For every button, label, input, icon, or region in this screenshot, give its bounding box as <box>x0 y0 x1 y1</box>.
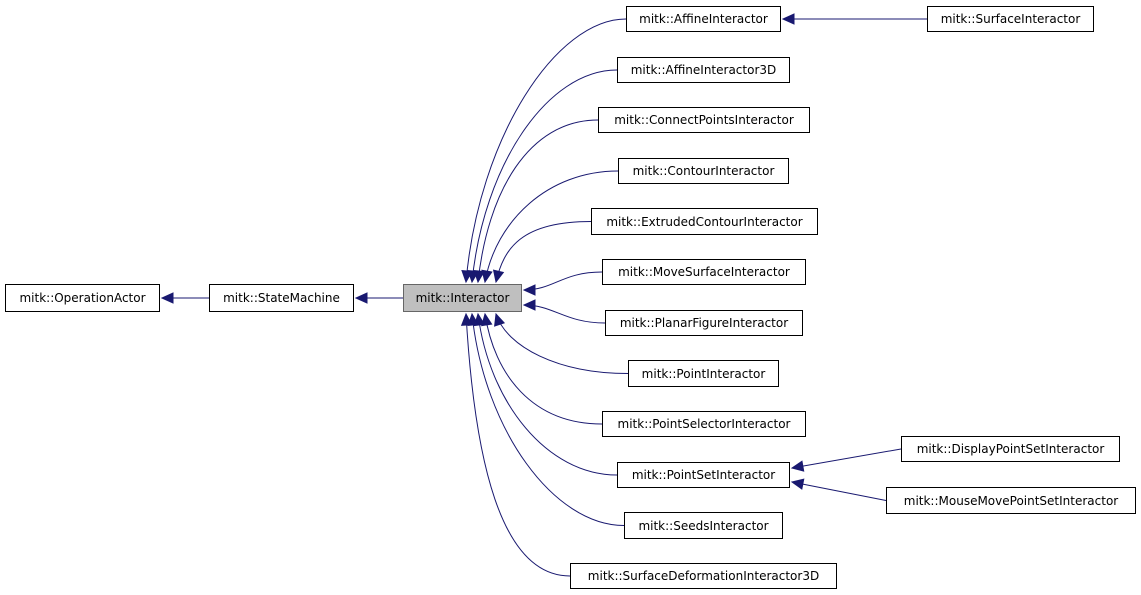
edge-interactor-to-state-machine-arrowhead <box>354 292 368 304</box>
edge-point-set-interactor-to-interactor <box>477 313 618 476</box>
edge-planar-figure-interactor-to-interactor-arrowhead <box>522 299 536 311</box>
class-node-point-selector-interactor[interactable]: mitk::PointSelectorInteractor <box>602 411 806 437</box>
edge-mouse-move-point-set-interactor-to-point-set-interactor-arrowhead <box>790 478 805 490</box>
class-node-planar-figure-interactor[interactable]: mitk::PlanarFigureInteractor <box>605 310 803 336</box>
edge-point-interactor-to-interactor <box>495 313 629 374</box>
class-node-point-set-interactor[interactable]: mitk::PointSetInteractor <box>617 462 790 488</box>
edge-contour-interactor-to-interactor-arrowhead <box>481 269 493 284</box>
class-node-contour-interactor[interactable]: mitk::ContourInteractor <box>618 158 789 184</box>
edge-affine-interactor3-d-to-interactor <box>471 69 618 283</box>
class-node-mouse-move-point-set-interactor[interactable]: mitk::MouseMovePointSetInteractor <box>886 487 1136 514</box>
edge-mouse-move-point-set-interactor-to-point-set-interactor <box>791 481 887 501</box>
class-node-connect-points-interactor[interactable]: mitk::ConnectPointsInteractor <box>598 107 810 133</box>
edge-contour-interactor-to-interactor <box>484 170 619 283</box>
edge-move-surface-interactor-to-interactor <box>523 271 603 291</box>
edge-seeds-interactor-to-interactor <box>471 313 625 526</box>
class-node-display-point-set-interactor[interactable]: mitk::DisplayPointSetInteractor <box>901 436 1120 462</box>
edge-display-point-set-interactor-to-point-set-interactor-arrowhead <box>790 460 805 472</box>
edge-surface-deformation-interactor3-d-to-interactor <box>465 313 571 577</box>
class-node-operation-actor[interactable]: mitk::OperationActor <box>5 284 160 312</box>
edge-planar-figure-interactor-to-interactor <box>523 304 606 324</box>
class-node-state-machine[interactable]: mitk::StateMachine <box>209 284 354 312</box>
edge-connect-points-interactor-to-interactor <box>477 119 599 283</box>
class-node-affine-interactor[interactable]: mitk::AffineInteractor <box>626 6 781 32</box>
class-node-seeds-interactor[interactable]: mitk::SeedsInteractor <box>624 512 783 539</box>
class-node-extruded-contour-interactor[interactable]: mitk::ExtrudedContourInteractor <box>591 208 818 235</box>
class-node-affine-interactor3-d[interactable]: mitk::AffineInteractor3D <box>617 57 790 83</box>
edge-surface-deformation-interactor3-d-to-interactor-arrowhead <box>460 312 473 326</box>
edge-extruded-contour-interactor-to-interactor-arrowhead <box>492 269 505 284</box>
edge-move-surface-interactor-to-interactor-arrowhead <box>522 284 536 296</box>
edge-display-point-set-interactor-to-point-set-interactor <box>791 448 902 469</box>
edge-point-selector-interactor-to-interactor-arrowhead <box>481 312 493 327</box>
class-node-move-surface-interactor[interactable]: mitk::MoveSurfaceInteractor <box>602 259 806 285</box>
edge-state-machine-to-operation-actor-arrowhead <box>160 292 174 304</box>
edge-point-interactor-to-interactor-arrowhead <box>494 312 506 327</box>
class-node-surface-interactor[interactable]: mitk::SurfaceInteractor <box>927 6 1094 32</box>
edge-connect-points-interactor-to-interactor-arrowhead <box>473 269 485 284</box>
edge-extruded-contour-interactor-to-interactor <box>495 221 592 283</box>
class-node-surface-deformation-interactor3-d[interactable]: mitk::SurfaceDeformationInteractor3D <box>570 563 837 589</box>
edge-affine-interactor-to-interactor <box>465 18 627 283</box>
edge-point-selector-interactor-to-interactor <box>484 313 603 425</box>
class-node-interactor[interactable]: mitk::Interactor <box>403 284 522 312</box>
class-node-point-interactor[interactable]: mitk::PointInteractor <box>628 360 779 387</box>
edge-surface-interactor-to-affine-interactor-arrowhead <box>781 13 795 25</box>
